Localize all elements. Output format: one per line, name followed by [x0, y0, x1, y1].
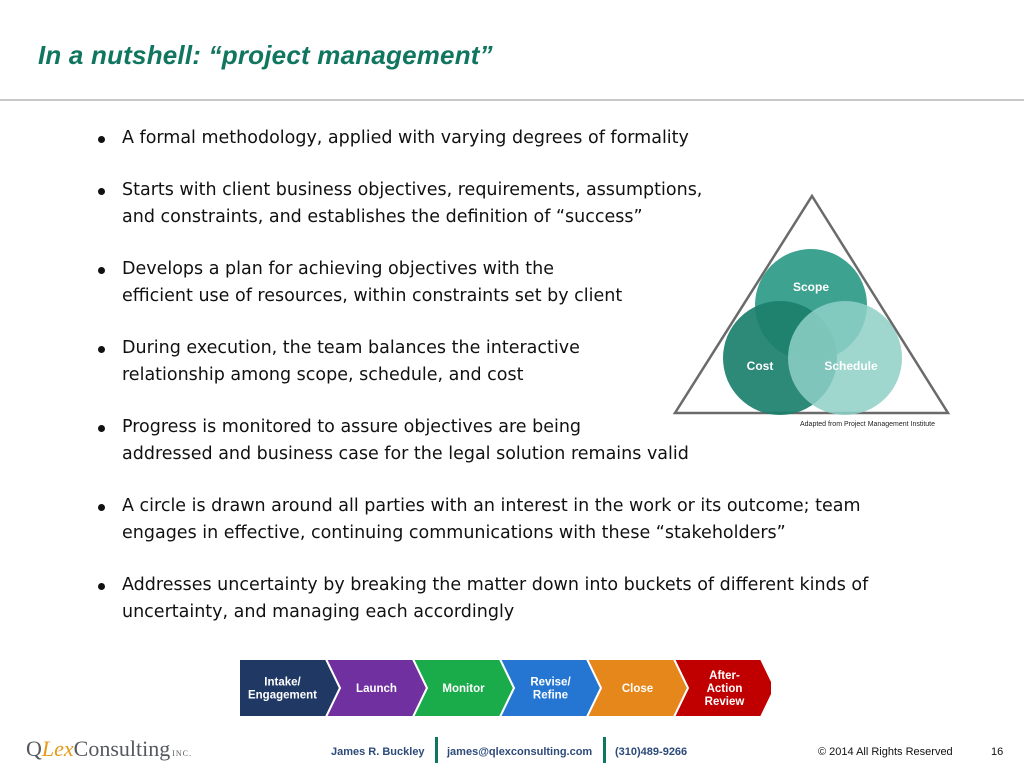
process-step: Monitor — [411, 659, 516, 718]
title-divider — [0, 99, 1024, 101]
process-step-label: Monitor — [442, 683, 485, 695]
triple-constraint-diagram: Scope Cost Schedule — [672, 193, 951, 415]
process-step-label: Action — [707, 683, 743, 695]
bullet-text-line: efficient use of resources, within const… — [122, 286, 623, 306]
footer-phone: (310)489-9266 — [615, 746, 688, 758]
bullet-item: A circle is drawn around all parties wit… — [94, 493, 934, 547]
bullet-item: Progress is monitored to assure objectiv… — [94, 414, 934, 468]
logo-lex: Lex — [41, 736, 74, 761]
bullet-text-line: Addresses uncertainty by breaking the ma… — [122, 575, 869, 595]
copyright-text: © 2014 All Rights Reserved — [818, 746, 953, 758]
logo-q: Q — [26, 736, 42, 761]
process-step-shape — [672, 659, 771, 718]
schedule-circle — [788, 301, 902, 415]
bullet-item: Develops a plan for achieving objectives… — [94, 256, 934, 310]
bullet-text-line: and constraints, and establishes the def… — [122, 207, 643, 227]
bullet-text-line: A circle is drawn around all parties wit… — [122, 496, 861, 516]
triangle-outline — [672, 193, 951, 415]
bullet-text-line: A formal methodology, applied with varyi… — [122, 128, 689, 148]
bullet-dot — [98, 504, 105, 511]
process-step: Intake/Engagement — [239, 659, 342, 718]
bullet-dot — [98, 136, 105, 143]
bullet-dot — [98, 346, 105, 353]
footer-name: James R. Buckley — [331, 746, 425, 758]
bullet-dot — [98, 425, 105, 432]
bullet-text-line: engages in effective, continuing communi… — [122, 523, 786, 543]
scope-label: Scope — [793, 280, 829, 294]
schedule-label: Schedule — [824, 359, 878, 373]
bullet-list: A formal methodology, applied with varyi… — [94, 125, 934, 651]
bullet-item: Addresses uncertainty by breaking the ma… — [94, 572, 934, 626]
process-step-label: Review — [705, 696, 745, 708]
footer-separator — [435, 737, 438, 763]
process-step: Revise/Refine — [498, 659, 603, 718]
process-step-label: Close — [622, 683, 653, 695]
footer-email[interactable]: james@qlexconsulting.com — [447, 746, 593, 758]
bullet-dot — [98, 267, 105, 274]
bullet-text-line: addressed and business case for the lega… — [122, 444, 689, 464]
bullet-dot — [98, 583, 105, 590]
bullet-text-line: uncertainty, and managing each according… — [122, 602, 515, 622]
bullet-text-line: Starts with client business objectives, … — [122, 180, 703, 200]
bullet-text-line: Develops a plan for achieving objectives… — [122, 259, 555, 279]
process-step: Close — [585, 659, 690, 718]
bullet-text-line: During execution, the team balances the … — [122, 338, 580, 358]
process-step-label: Revise/ — [530, 677, 571, 689]
logo-consulting: Consulting — [73, 736, 171, 761]
process-step-label: After- — [709, 670, 740, 682]
footer-separator — [603, 737, 606, 763]
page-number: 16 — [991, 746, 1004, 758]
process-step: Launch — [324, 659, 429, 718]
logo-inc: INC. — [172, 749, 193, 758]
bullet-item: A formal methodology, applied with varyi… — [94, 125, 934, 152]
bullet-dot — [98, 188, 105, 195]
process-chevron-bar: Intake/Engagement Launch Monitor Revise/Ref… — [239, 659, 771, 718]
bullet-text-line: Progress is monitored to assure objectiv… — [122, 417, 582, 437]
cost-label: Cost — [747, 359, 774, 373]
process-step-label: Refine — [533, 690, 568, 702]
process-step-label: Launch — [356, 683, 397, 695]
process-step-label: Intake/ — [264, 677, 301, 689]
slide-title: In a nutshell: “project management” — [38, 40, 493, 70]
process-step-label: Engagement — [248, 690, 317, 702]
bullet-item: Starts with client business objectives, … — [94, 177, 934, 231]
diagram-attribution: Adapted from Project Management Institut… — [800, 421, 936, 428]
bullet-item: During execution, the team balances the … — [94, 335, 934, 389]
bullet-text-line: relationship among scope, schedule, and … — [122, 365, 524, 385]
